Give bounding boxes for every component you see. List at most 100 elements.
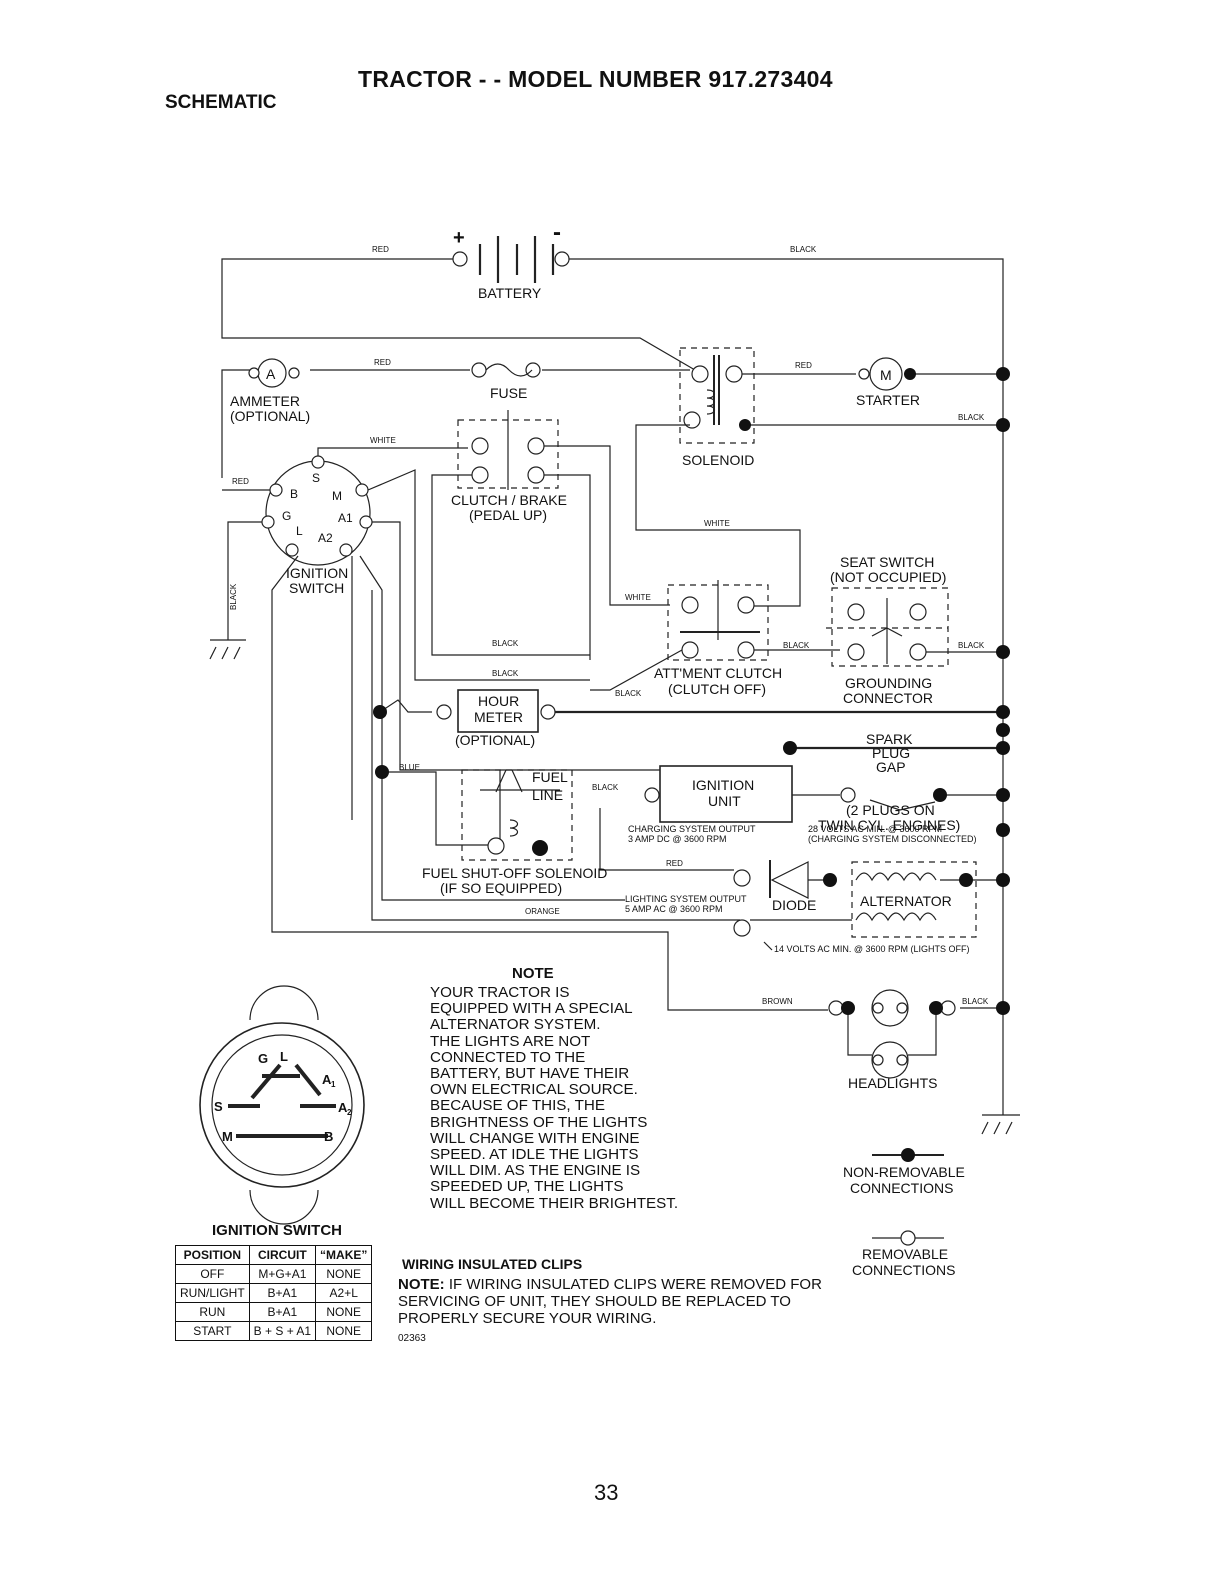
table-cell: RUN/LIGHT xyxy=(175,1283,250,1303)
table-cell: NONE xyxy=(315,1321,373,1341)
diode-label: DIODE xyxy=(772,897,816,913)
hour-meter-label: METER xyxy=(474,709,523,725)
charging-output-label: 3 AMP DC @ 3600 RPM xyxy=(628,834,727,844)
note-title: NOTE xyxy=(512,965,554,982)
hour-meter-label: HOUR xyxy=(478,693,519,709)
terminal-s: S xyxy=(312,471,320,485)
connector-label: CONNECTOR xyxy=(843,690,933,706)
wire-label: BLUE xyxy=(399,763,420,772)
solenoid-label: SOLENOID xyxy=(682,452,754,468)
wire-label: BLACK xyxy=(229,583,238,610)
pedal-up-label: (PEDAL UP) xyxy=(469,507,547,523)
terminal-a2: A2 xyxy=(318,531,333,545)
wiring-lines xyxy=(199,236,1020,1246)
ignition-unit-label: IGNITION xyxy=(692,777,754,793)
wire-label: WHITE xyxy=(625,593,651,602)
table-cell: B+A1 xyxy=(248,1302,317,1322)
ammeter-label: AMMETER xyxy=(230,393,300,409)
volts28-label: 28 VOLTS AC MIN. @ 3600 RPM xyxy=(808,824,942,834)
table-header: CIRCUIT xyxy=(248,1245,317,1265)
ammeter-optional: (OPTIONAL) xyxy=(230,408,310,424)
terminal-m: M xyxy=(332,489,342,503)
wire-label: BLACK xyxy=(958,413,985,422)
note-line: WILL BECOME THEIR BRIGHTEST. xyxy=(430,1194,679,1212)
note-line: BRIGHTNESS OF THE LIGHTS xyxy=(430,1113,648,1131)
switch-face-l: L xyxy=(280,1049,288,1064)
switch-face-b: B xyxy=(324,1129,333,1144)
grounding-label: GROUNDING xyxy=(845,675,932,691)
battery-negative: - xyxy=(553,219,561,246)
charging-output-label: CHARGING SYSTEM OUTPUT xyxy=(628,824,756,834)
terminal-g: G xyxy=(282,509,291,523)
note-line: WILL DIM. AS THE ENGINE IS xyxy=(430,1162,641,1180)
switch-face-a2: A xyxy=(338,1100,348,1115)
switch-face-a1: A xyxy=(322,1072,332,1087)
table-cell: NONE xyxy=(315,1264,373,1284)
spark-label: SPARK xyxy=(866,731,913,747)
non-removable-label: CONNECTIONS xyxy=(850,1180,953,1196)
clips-line: IF WIRING INSULATED CLIPS WERE REMOVED F… xyxy=(444,1276,822,1293)
section-title: SCHEMATIC xyxy=(165,92,277,113)
non-removable-label: NON-REMOVABLE xyxy=(843,1164,965,1180)
volts28-label: (CHARGING SYSTEM DISCONNECTED) xyxy=(808,834,977,844)
switch-face-m: M xyxy=(222,1129,233,1144)
table-header: POSITION xyxy=(175,1245,250,1265)
wire-label: BLACK xyxy=(615,689,642,698)
page-number: 33 xyxy=(594,1480,619,1505)
if-so-equipped-label: (IF SO EQUIPPED) xyxy=(440,880,562,896)
note-line: SPEEDED UP, THE LIGHTS xyxy=(430,1178,624,1196)
table-cell: NONE xyxy=(315,1302,373,1322)
wire-label: RED xyxy=(232,477,249,486)
wire-label: ORANGE xyxy=(525,907,560,916)
wire-label: BLACK xyxy=(962,997,989,1006)
ignition-table-caption: IGNITION SWITCH xyxy=(212,1222,342,1239)
fuse-label: FUSE xyxy=(490,385,527,401)
page-title: TRACTOR - - MODEL NUMBER 917.273404 xyxy=(358,66,833,92)
lighting-output-label: 5 AMP AC @ 3600 RPM xyxy=(625,904,723,914)
terminal-a1: A1 xyxy=(338,511,353,525)
note-line: EQUIPPED WITH A SPECIAL xyxy=(430,1000,633,1018)
clips-note-label: NOTE: xyxy=(398,1276,445,1293)
volts14-label: 14 VOLTS AC MIN. @ 3600 RPM (LIGHTS OFF) xyxy=(774,944,970,954)
line-label: LINE xyxy=(532,787,563,803)
clips-line: PROPERLY SECURE YOUR WIRING. xyxy=(398,1310,657,1327)
note-line: OWN ELECTRICAL SOURCE. xyxy=(430,1081,638,1099)
ammeter-symbol: A xyxy=(266,366,276,382)
clutch-brake-label: CLUTCH / BRAKE xyxy=(451,492,567,508)
table-header: “MAKE” xyxy=(315,1245,373,1265)
wire-label: BLACK xyxy=(783,641,810,650)
wire-label: BLACK xyxy=(492,669,519,678)
table-cell: A2+L xyxy=(315,1283,373,1303)
switch-face-a1-sub: 1 xyxy=(331,1080,336,1089)
wire-label: BLACK xyxy=(790,245,817,254)
note-line: ALTERNATOR SYSTEM. xyxy=(430,1016,601,1034)
seat-switch-label: SEAT SWITCH xyxy=(840,554,934,570)
ignition-switch-label: SWITCH xyxy=(289,580,344,596)
note-line: THE LIGHTS ARE NOT xyxy=(430,1032,591,1050)
clips-note: NOTE: IF WIRING INSULATED CLIPS WERE REM… xyxy=(398,1276,822,1347)
table-cell: B+A1 xyxy=(248,1283,317,1303)
table-cell: B + S + A1 xyxy=(248,1321,317,1341)
ignition-switch-label: IGNITION xyxy=(286,565,348,581)
wire-label: BLACK xyxy=(958,641,985,650)
wire-label: RED xyxy=(666,859,683,868)
switch-face-a2-sub: 2 xyxy=(347,1108,352,1117)
wire-label: RED xyxy=(795,361,812,370)
table-cell: OFF xyxy=(175,1264,250,1284)
note-line: YOUR TRACTOR IS xyxy=(430,984,570,1001)
note-line: WILL CHANGE WITH ENGINE xyxy=(430,1129,640,1147)
table-cell: RUN xyxy=(175,1302,250,1322)
twin-cyl-label: TWIN CYL. ENGINES) xyxy=(818,817,960,833)
battery-label: BATTERY xyxy=(478,285,542,301)
removable-label: CONNECTIONS xyxy=(852,1262,955,1278)
clips-title: WIRING INSULATED CLIPS xyxy=(402,1256,583,1272)
plugs-on-label: (2 PLUGS ON xyxy=(846,802,935,818)
fuel-label: FUEL xyxy=(532,769,568,785)
fuel-solenoid-label: FUEL SHUT-OFF SOLENOID xyxy=(422,865,607,881)
removable-label: REMOVABLE xyxy=(862,1246,948,1262)
switch-face-s: S xyxy=(214,1099,223,1114)
